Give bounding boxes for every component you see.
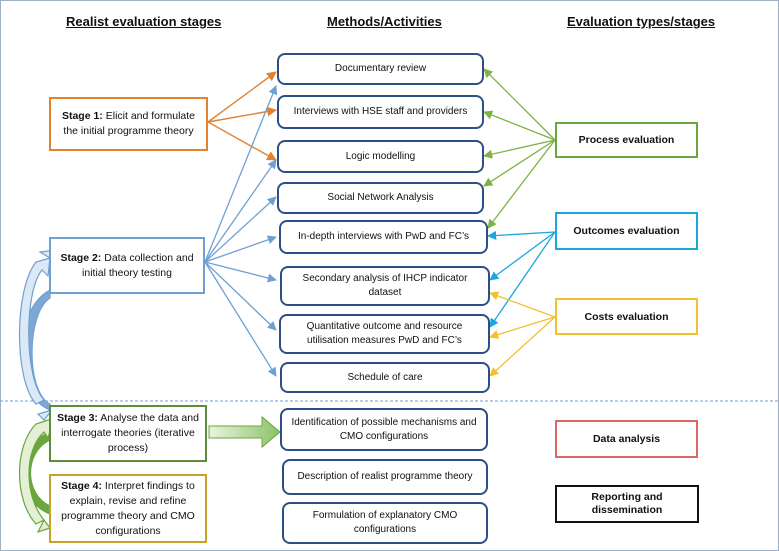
arrow-process-documentary	[483, 68, 556, 141]
arrow-stage2-secondary	[204, 261, 277, 283]
arrow-process-indepth	[487, 139, 556, 229]
arrow-process-sna	[483, 139, 556, 187]
arrow-stage1-interviews	[207, 106, 277, 123]
arrow-stage1-logic	[207, 121, 277, 161]
stage-1-box: Stage 1: Elicit and formulate the initia…	[49, 97, 208, 151]
arrow-stage1-documentary	[207, 71, 277, 123]
method-logic-modelling: Logic modelling	[277, 140, 484, 173]
method-quantitative-measures: Quantitative outcome and resource utilis…	[279, 314, 490, 354]
arrow-stage2-sna	[204, 196, 277, 263]
stage-2-label: Stage 2:	[60, 251, 102, 264]
method-explanatory-cmo: Formulation of explanatory CMO configura…	[282, 502, 488, 544]
arrow-stage2-quantitative	[204, 261, 277, 331]
method-identification-mechanisms: Identification of possible mechanisms an…	[280, 408, 488, 451]
block-arrow-stage3-methods	[208, 415, 281, 449]
method-secondary-analysis: Secondary analysis of IHCP indicator dat…	[280, 266, 490, 306]
stage-3-box: Stage 3: Analyse the data and interrogat…	[49, 405, 207, 462]
method-hse-interviews: Interviews with HSE staff and providers	[277, 95, 484, 129]
arrow-process-logic	[483, 139, 556, 159]
stage-1-label: Stage 1:	[61, 110, 103, 122]
arrow-stage2-documentary	[204, 85, 278, 263]
method-schedule-of-care: Schedule of care	[280, 362, 490, 393]
stage-3-label: Stage 3:	[57, 412, 98, 424]
arrow-outcomes-indepth	[487, 230, 556, 241]
header-types: Evaluation types/stages	[567, 14, 716, 29]
header-stages: Realist evaluation stages	[66, 14, 222, 29]
method-documentary-review: Documentary review	[277, 53, 484, 85]
method-social-network-analysis: Social Network Analysis	[277, 182, 484, 214]
data-analysis-box: Data analysis	[555, 420, 698, 458]
reporting-dissemination-box: Reporting and dissemination	[555, 485, 699, 523]
arrow-costs-secondary	[489, 291, 556, 318]
costs-evaluation-box: Costs evaluation	[555, 298, 698, 335]
arrow-stage2-indepth	[204, 235, 277, 263]
stage-2-text: Data collection and initial theory testi…	[82, 251, 194, 279]
stage-3-text: Analyse the data and interrogate theorie…	[61, 412, 199, 454]
process-evaluation-box: Process evaluation	[555, 122, 698, 158]
arrow-process-interviews	[483, 110, 556, 141]
arrow-stage2-logic	[204, 159, 277, 263]
stage-2-box: Stage 2: Data collection and initial the…	[49, 237, 205, 294]
stage-4-box: Stage 4: Interpret findings to explain, …	[49, 474, 207, 543]
arrow-outcomes-secondary	[489, 231, 556, 281]
method-indepth-interviews: In-depth interviews with PwD and FC’s	[279, 220, 488, 254]
header-methods: Methods/Activities	[327, 14, 442, 29]
stage-1-text: Elicit and formulate the initial program…	[63, 110, 196, 137]
arrow-outcomes-quantitative	[489, 231, 556, 328]
method-realist-programme-theory: Description of realist programme theory	[282, 459, 488, 495]
arrow-costs-schedule	[489, 316, 556, 377]
arrow-costs-quantitative	[489, 316, 556, 339]
arrow-stage2-schedule	[204, 261, 277, 377]
stage-4-text: Interpret findings to explain, revise an…	[61, 479, 195, 537]
outcomes-evaluation-box: Outcomes evaluation	[555, 212, 698, 250]
stage-4-label: Stage 4:	[61, 479, 103, 492]
